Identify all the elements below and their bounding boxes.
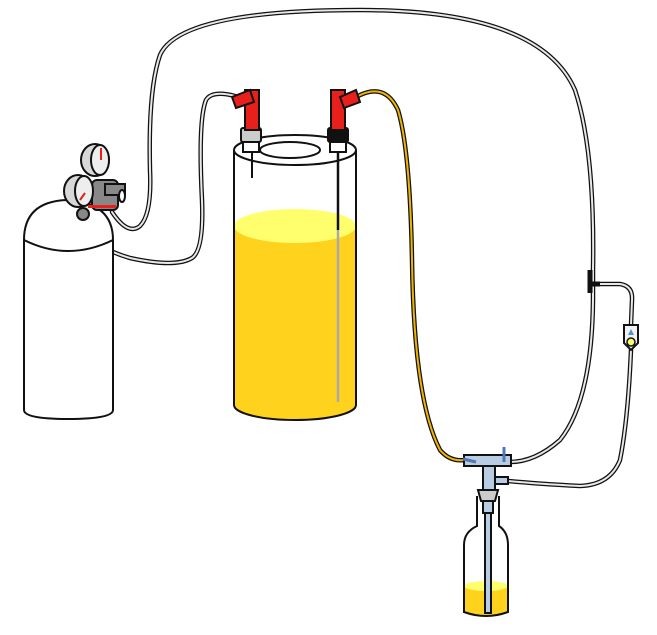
transfer-line xyxy=(355,89,468,463)
pressure-regulator xyxy=(63,143,126,221)
sampling-bottle xyxy=(463,496,509,617)
liquid-surface xyxy=(234,209,356,243)
dewar xyxy=(233,134,357,421)
dewar-inlet-tube xyxy=(79,91,238,266)
cylinder-shoulder xyxy=(23,239,114,252)
check-valve xyxy=(623,324,639,352)
low-pressure-gauge-icon xyxy=(63,174,94,208)
sampling-head xyxy=(462,447,512,514)
inlet-connector xyxy=(230,88,262,153)
main-gas-tube xyxy=(109,7,596,465)
gas-cylinder xyxy=(23,198,114,421)
tee-connector xyxy=(587,270,600,293)
vent-tube xyxy=(505,281,635,489)
outlet-connector xyxy=(327,88,362,153)
high-pressure-gauge-icon xyxy=(80,143,110,177)
